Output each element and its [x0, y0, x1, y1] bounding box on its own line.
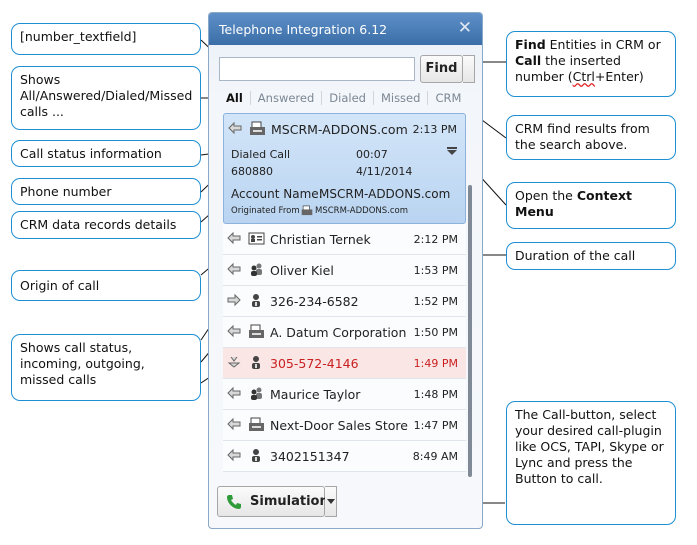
call-name: 326-234-6582: [270, 294, 359, 309]
account-icon: [249, 324, 264, 338]
callout-find: Find Entities in CRM or Call the inserte…: [506, 31, 676, 97]
account-name-label: Account Name:: [231, 187, 323, 201]
telephone-integration-window: Telephone Integration 6.12 ✕ Find All An…: [208, 12, 483, 529]
originated-from-value[interactable]: MSCRM-ADDONS.com: [315, 206, 408, 216]
callout-call-status: Call status information: [11, 140, 201, 167]
scrollbar[interactable]: [468, 185, 472, 477]
call-time: 2:13 PM: [412, 123, 457, 136]
call-time: 1:53 PM: [413, 264, 458, 277]
callout-context-menu: Open the Context Menu: [506, 182, 676, 229]
find-button[interactable]: Find: [420, 55, 463, 83]
callout-crm-details: CRM data records details: [11, 211, 201, 239]
call-row[interactable]: A. Datum Corporation 1:50 PM: [223, 317, 466, 348]
call-time: 1:49 PM: [413, 357, 458, 370]
incoming-arrow-icon: [227, 231, 241, 245]
call-row[interactable]: 326-234-6582 1:52 PM: [223, 286, 466, 317]
chevron-down-icon: [327, 499, 335, 504]
call-duration: 00:07: [356, 148, 388, 161]
call-name: Christian Ternek: [270, 232, 371, 247]
call-name: Next-Door Sales Store: [270, 418, 408, 433]
call-time: 1:48 PM: [413, 388, 458, 401]
tab-missed[interactable]: Missed: [372, 91, 427, 105]
callout-shows-calls: Shows All/Answered/Dialed/Missed calls .…: [11, 66, 201, 130]
call-time: 1:50 PM: [413, 326, 458, 339]
missed-arrow-icon: [227, 356, 241, 368]
contact-card-icon: [248, 232, 265, 245]
call-row[interactable]: Oliver Kiel 1:53 PM: [223, 255, 466, 286]
call-time: 1:52 PM: [413, 295, 458, 308]
unknown-person-icon: [252, 356, 260, 369]
simulation-call-button[interactable]: Simulation: [217, 486, 329, 517]
contact-group-icon: [251, 263, 262, 276]
account-icon: [249, 417, 264, 431]
call-time: 2:12 PM: [413, 233, 458, 246]
call-row[interactable]: 305-572-4146 1:49 PM: [223, 348, 466, 379]
tab-crm[interactable]: CRM: [427, 91, 468, 105]
call-date: 4/11/2014: [356, 165, 413, 178]
call-row[interactable]: 3402151347 8:49 AM: [223, 441, 466, 472]
call-name: 3402151347: [270, 449, 350, 464]
call-status-text: Dialed Call: [231, 148, 291, 161]
outgoing-arrow-icon: [227, 293, 241, 307]
incoming-arrow-icon: [227, 417, 241, 431]
call-phone-number: 680880: [231, 165, 273, 178]
incoming-arrow-icon: [228, 121, 242, 135]
call-time: 1:47 PM: [413, 419, 458, 432]
find-dropdown[interactable]: [463, 55, 475, 83]
callout-origin: Origin of call: [11, 270, 201, 301]
callout-call-status-directions: Shows call status, incoming, outgoing, m…: [11, 334, 201, 401]
unknown-person-icon: [252, 294, 260, 307]
incoming-arrow-icon: [227, 262, 241, 276]
call-name: MSCRM-ADDONS.com: [271, 122, 408, 137]
call-time: 8:49 AM: [412, 450, 458, 463]
incoming-arrow-icon: [227, 386, 241, 400]
window-title: Telephone Integration 6.12: [219, 22, 388, 37]
call-filter-tabs: All Answered Dialed Missed CRM: [219, 91, 468, 105]
account-icon: [250, 121, 265, 135]
originated-from-label: Originated From :: [231, 206, 306, 216]
contact-group-icon: [251, 387, 262, 400]
unknown-person-icon: [252, 449, 260, 462]
callout-phone-number: Phone number: [11, 178, 201, 205]
phone-icon: [227, 495, 241, 509]
number-textfield[interactable]: [219, 57, 415, 81]
tab-answered[interactable]: Answered: [249, 91, 321, 105]
call-row[interactable]: Christian Ternek 2:12 PM: [223, 224, 466, 255]
callout-duration: Duration of the call: [506, 242, 676, 270]
call-row[interactable]: Maurice Taylor 1:48 PM: [223, 379, 466, 410]
incoming-arrow-icon: [227, 324, 241, 338]
account-name-value[interactable]: MSCRM-ADDONS.com: [319, 187, 451, 201]
call-rows: Christian Ternek 2:12 PM Oliver Kiel 1:53 P…: [223, 224, 466, 472]
call-plugin-dropdown[interactable]: [325, 486, 337, 517]
call-name: Maurice Taylor: [270, 387, 361, 402]
origin-account-icon: [301, 205, 313, 216]
search-row: Find: [209, 45, 482, 87]
callout-call-button: The Call-button, select your desired cal…: [506, 401, 676, 525]
incoming-arrow-icon: [227, 448, 241, 462]
call-name: A. Datum Corporation: [270, 325, 407, 340]
call-name: 305-572-4146: [270, 356, 359, 371]
call-name: Oliver Kiel: [270, 263, 334, 278]
callout-number-textfield: [number_textfield]: [11, 23, 201, 55]
expanded-call-item[interactable]: MSCRM-ADDONS.com 2:13 PM Dialed Call 00:…: [223, 113, 466, 224]
call-row[interactable]: Next-Door Sales Store 1:47 PM: [223, 410, 466, 441]
simulation-label: Simulation: [250, 494, 329, 509]
title-bar: Telephone Integration 6.12 ✕: [209, 13, 482, 45]
tab-all[interactable]: All: [226, 91, 243, 105]
callout-crm-results: CRM find results from the search above.: [506, 115, 676, 160]
call-list: MSCRM-ADDONS.com 2:13 PM Dialed Call 00:…: [223, 113, 466, 472]
close-icon[interactable]: ✕: [457, 18, 472, 38]
tab-dialed[interactable]: Dialed: [321, 91, 373, 105]
context-menu-icon[interactable]: [446, 146, 458, 156]
